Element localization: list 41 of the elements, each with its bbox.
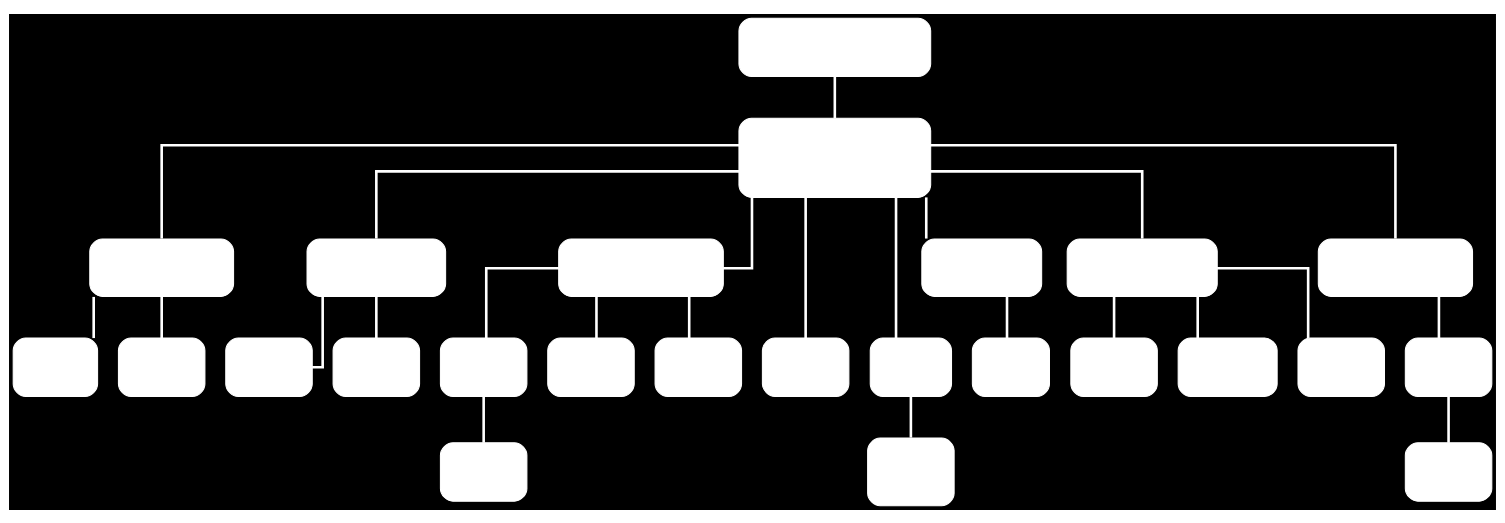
connector <box>482 395 485 443</box>
node-box <box>867 437 955 506</box>
connector <box>687 296 691 338</box>
node-box <box>1066 238 1218 297</box>
connector <box>92 296 95 338</box>
connector <box>160 296 163 338</box>
connector <box>909 395 913 438</box>
connector <box>1005 296 1009 338</box>
node-box <box>439 337 528 397</box>
node-box <box>1177 337 1278 397</box>
connector <box>595 296 598 338</box>
node-box <box>921 238 1043 297</box>
connector <box>833 76 837 118</box>
node-box <box>225 337 313 397</box>
node-box <box>1317 238 1474 297</box>
node-box <box>869 337 953 397</box>
connector <box>375 296 378 338</box>
node-box <box>738 17 932 77</box>
node-box <box>1404 441 1493 502</box>
connector <box>924 196 928 239</box>
connector <box>1112 296 1116 338</box>
node-box <box>971 337 1050 397</box>
node-box <box>738 117 932 198</box>
node-box <box>439 441 528 502</box>
connector <box>1437 296 1441 338</box>
node-box <box>12 337 99 397</box>
node-box <box>654 337 743 397</box>
connector <box>1447 395 1450 443</box>
node-box <box>117 337 206 397</box>
node-box <box>761 337 850 397</box>
node-box <box>1297 337 1385 397</box>
node-box <box>1404 337 1493 397</box>
node-box <box>332 337 421 397</box>
node-box <box>547 337 635 397</box>
connector <box>894 196 898 338</box>
node-box <box>558 238 724 297</box>
connector <box>804 196 807 338</box>
connector <box>1196 296 1199 338</box>
node-box <box>1070 337 1158 397</box>
node-box <box>306 238 447 297</box>
node-box <box>89 238 235 297</box>
